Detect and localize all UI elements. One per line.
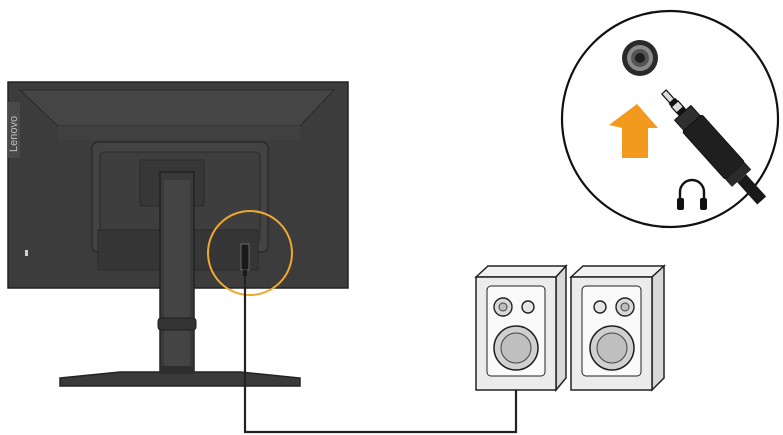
zoom-callout bbox=[560, 9, 780, 229]
monitor-stand bbox=[59, 171, 301, 387]
highlight-ring bbox=[207, 210, 293, 296]
monitor-brand-label: Lenovo bbox=[8, 116, 20, 152]
speaker-right bbox=[569, 264, 666, 392]
speaker-left bbox=[474, 264, 568, 393]
headphone-icon bbox=[677, 178, 707, 210]
insert-arrow-icon bbox=[609, 104, 658, 158]
audio-cable bbox=[243, 276, 518, 434]
audio-plug-icon bbox=[660, 89, 767, 205]
headphone-socket-icon bbox=[622, 40, 658, 76]
monitor-audio-jack bbox=[240, 243, 250, 276]
